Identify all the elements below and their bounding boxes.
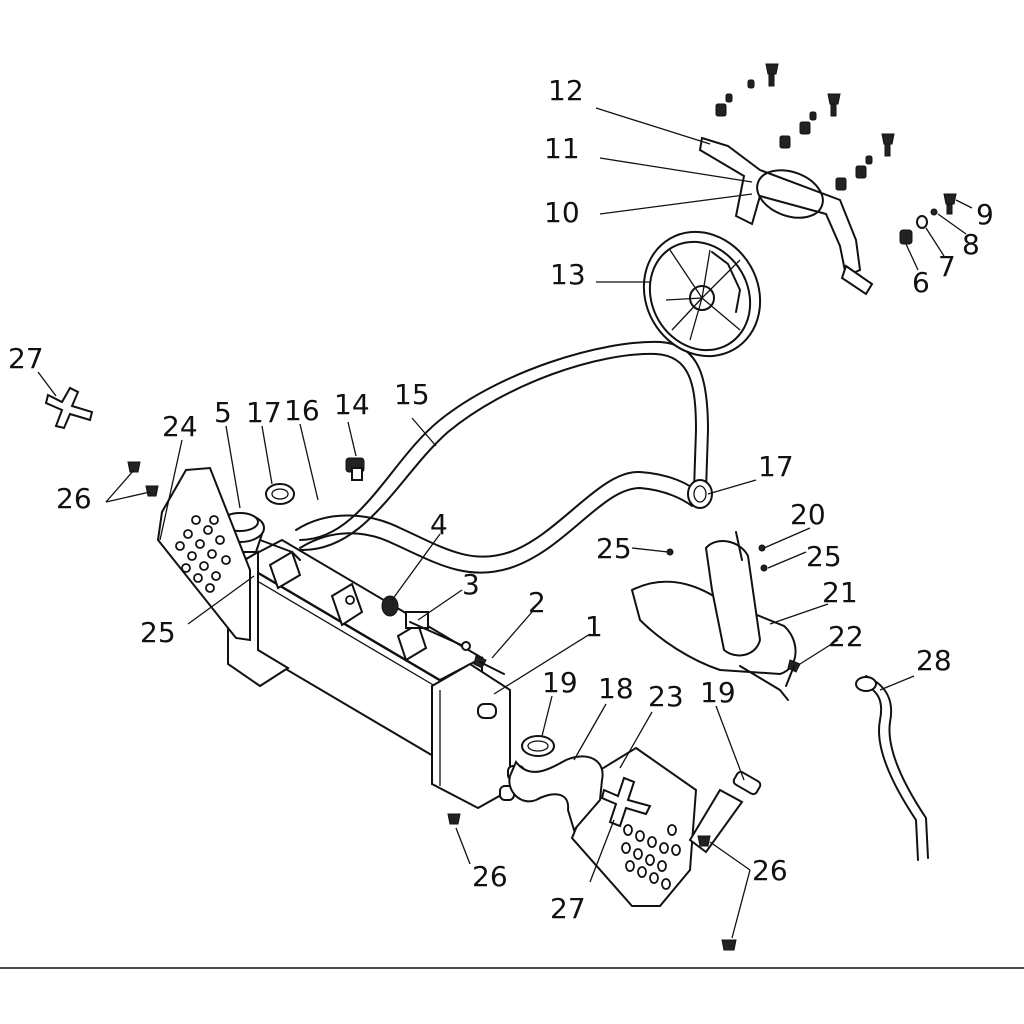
callout-25-center: 25 bbox=[596, 532, 632, 565]
fasteners-upper bbox=[715, 63, 895, 191]
right-shroud-vents bbox=[621, 824, 681, 890]
callout-22: 22 bbox=[828, 620, 864, 653]
screw-26-b bbox=[145, 485, 159, 497]
callout-26-left: 26 bbox=[56, 482, 92, 515]
bolt-9 bbox=[943, 193, 957, 205]
callout-17-right: 17 bbox=[758, 450, 794, 483]
callout-3: 3 bbox=[462, 568, 480, 601]
fasteners-misc bbox=[127, 457, 801, 951]
grommet-4 bbox=[381, 595, 399, 617]
callout-17-left: 17 bbox=[246, 396, 282, 429]
nut-6 bbox=[899, 229, 913, 245]
grommet-right bbox=[600, 776, 652, 828]
callout-19-left: 19 bbox=[542, 666, 578, 699]
callout-27-left: 27 bbox=[8, 342, 44, 375]
right-shroud bbox=[570, 746, 698, 907]
callout-13: 13 bbox=[550, 258, 586, 291]
callout-26-bottom: 26 bbox=[472, 860, 508, 893]
callout-labels: 1 2 3 4 5 6 7 8 9 10 11 12 13 14 15 16 1… bbox=[8, 74, 994, 925]
side-hose bbox=[688, 788, 744, 854]
callout-7: 7 bbox=[938, 250, 956, 283]
callout-6: 6 bbox=[912, 266, 930, 299]
callout-25-right: 25 bbox=[806, 540, 842, 573]
callout-18: 18 bbox=[598, 672, 634, 705]
callout-26-right: 26 bbox=[752, 854, 788, 887]
screw-26-d bbox=[697, 835, 711, 847]
cooling-fan bbox=[642, 230, 762, 358]
callout-20: 20 bbox=[790, 498, 826, 531]
hose-clamp-19-left bbox=[521, 735, 555, 757]
callout-16: 16 bbox=[284, 394, 320, 427]
callout-4: 4 bbox=[430, 508, 448, 541]
callout-19-right: 19 bbox=[700, 676, 736, 709]
callout-9: 9 bbox=[976, 198, 994, 231]
clip-25-right bbox=[760, 564, 768, 572]
callout-24: 24 bbox=[162, 410, 198, 443]
callout-14: 14 bbox=[334, 388, 370, 421]
lower-coolant-hose bbox=[508, 755, 604, 833]
callout-10: 10 bbox=[544, 196, 580, 229]
callout-23: 23 bbox=[648, 680, 684, 713]
overflow-hose bbox=[299, 340, 709, 552]
callout-27-bottom: 27 bbox=[550, 892, 586, 925]
upper-coolant-hose bbox=[295, 470, 701, 574]
fasteners-6-9 bbox=[899, 193, 957, 245]
callout-12: 12 bbox=[548, 74, 584, 107]
callout-25-left: 25 bbox=[140, 616, 176, 649]
callout-1: 1 bbox=[585, 610, 603, 643]
expansion-tank bbox=[630, 531, 797, 701]
washer-7 bbox=[916, 215, 928, 229]
screw-26-e bbox=[721, 939, 737, 951]
callout-28: 28 bbox=[916, 644, 952, 677]
callout-11: 11 bbox=[544, 132, 580, 165]
hose-clamp-17-left bbox=[265, 483, 295, 505]
callout-8: 8 bbox=[962, 228, 980, 261]
bracket-3 bbox=[405, 611, 429, 629]
callout-5: 5 bbox=[214, 396, 232, 429]
hose-clamp-19-right bbox=[732, 770, 762, 796]
fan-bracket bbox=[698, 136, 874, 296]
screw-26-a bbox=[127, 461, 141, 473]
grommet-left bbox=[44, 386, 94, 430]
screw-26-c bbox=[447, 813, 461, 825]
spring-washer-8 bbox=[930, 208, 938, 216]
callout-2: 2 bbox=[528, 586, 546, 619]
callout-15: 15 bbox=[394, 378, 430, 411]
left-shroud-vents bbox=[175, 515, 231, 593]
leader-lines bbox=[37, 107, 973, 939]
callout-21: 21 bbox=[822, 576, 858, 609]
hose-clamp-17-right bbox=[687, 479, 713, 509]
breather-hose bbox=[855, 675, 929, 861]
left-shroud bbox=[156, 466, 251, 642]
